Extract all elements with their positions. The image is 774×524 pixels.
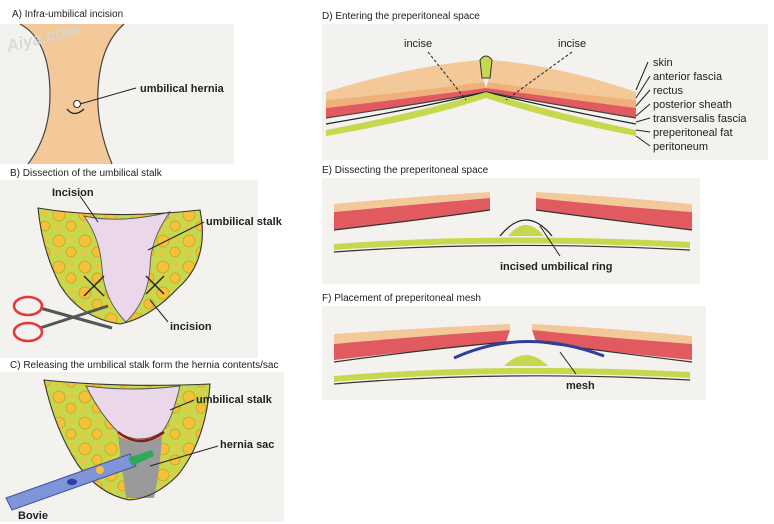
panel-e-caption: E) Dissecting the preperitoneal space xyxy=(322,165,489,176)
panel-c-release: umbilical stalk hernia sac Bovie xyxy=(5,379,274,522)
label-incise-right: incise xyxy=(558,38,586,50)
label-umbilical-hernia: umbilical hernia xyxy=(140,83,225,95)
label-hernia-sac: hernia sac xyxy=(220,439,274,451)
mesh-shape xyxy=(453,340,605,360)
label-umbilical-stalk-c: umbilical stalk xyxy=(196,394,273,406)
label-bovie: Bovie xyxy=(18,510,48,522)
panel-b-caption: B) Dissection of the umbilical stalk xyxy=(10,168,162,179)
panel-a-caption: A) Infra-umbilical incision xyxy=(12,9,124,20)
layer-label-posterior-sheath: posterior sheath xyxy=(653,99,732,111)
panel-b-dissection: Incision umbilical stalk incision xyxy=(12,187,283,343)
layer-label-peritoneum: peritoneum xyxy=(653,141,708,153)
panel-a-abdomen: umbilical hernia Aiya.com xyxy=(3,19,225,165)
label-incision-top: Incision xyxy=(52,187,94,199)
label-incise-left: incise xyxy=(404,38,432,50)
panel-f-caption: F) Placement of preperitoneal mesh xyxy=(322,293,481,304)
panel-c-caption: C) Releasing the umbilical stalk form th… xyxy=(10,360,279,371)
label-incision-bottom: incision xyxy=(170,321,212,333)
label-incised-umbilical-ring: incised umbilical ring xyxy=(500,261,612,273)
panel-d-caption: D) Entering the preperitoneal space xyxy=(322,11,480,22)
scissors-icon xyxy=(12,295,113,343)
label-mesh: mesh xyxy=(566,380,595,392)
bovie-icon xyxy=(5,450,154,511)
layer-label-skin: skin xyxy=(653,57,673,69)
umbilicus-mark xyxy=(72,99,82,109)
panel-a-background xyxy=(0,24,234,164)
panel-d-layers: incise incise skin anterior fascia rectu… xyxy=(325,38,747,153)
layer-label-rectus: rectus xyxy=(653,85,683,97)
panel-e-dissection: incised umbilical ring xyxy=(333,192,693,273)
layer-label-anterior-fascia: anterior fascia xyxy=(653,71,723,83)
umbilical-stalk-b xyxy=(82,211,172,323)
panel-f-mesh: mesh xyxy=(333,324,693,392)
layer-label-preperitoneal-fat: preperitoneal fat xyxy=(653,127,733,139)
layer-label-transversalis-fascia: transversalis fascia xyxy=(653,113,747,125)
label-umbilical-stalk-b: umbilical stalk xyxy=(206,216,283,228)
panel-e-background xyxy=(322,178,700,284)
infra-umbilical-incision xyxy=(66,108,85,115)
